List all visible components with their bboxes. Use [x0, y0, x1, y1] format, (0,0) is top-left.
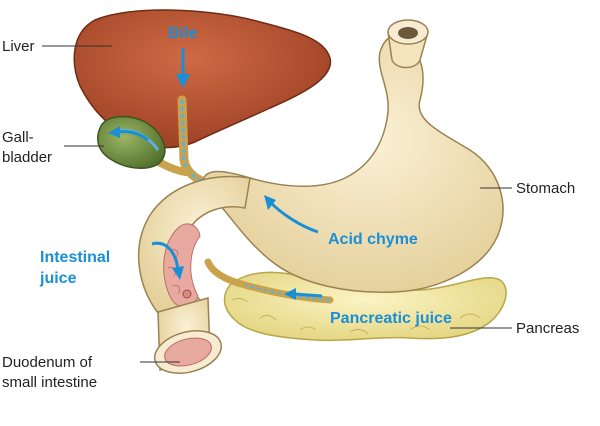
liver-label: Liver	[2, 38, 35, 55]
gallbladder-arrow	[108, 126, 149, 142]
acid-chyme-label: Acid chyme	[328, 231, 418, 248]
liver-shape	[73, 9, 332, 149]
duodenum-label-2: small intestine	[2, 374, 97, 391]
duodenum-label-1: Duodenum of	[2, 354, 93, 371]
pancreatic-juice-arrow	[284, 288, 323, 300]
bile-label: Bile	[168, 25, 197, 42]
pancreas-label: Pancreas	[516, 320, 579, 337]
intestinal-juice-label-1: Intestinal	[40, 249, 110, 266]
bile-arrow	[176, 48, 190, 88]
gallbladder-label-1: Gall-	[2, 129, 34, 146]
acid-chyme-arrow	[264, 195, 319, 234]
intestinal-juice-arrow	[151, 241, 184, 280]
gallbladder-label-2: bladder	[2, 149, 52, 166]
intestinal-juice-label-2: juice	[39, 270, 77, 287]
stomach-shape	[202, 36, 504, 294]
stomach-label: Stomach	[516, 180, 575, 197]
pancreatic-juice-label: Pancreatic juice	[330, 310, 452, 327]
